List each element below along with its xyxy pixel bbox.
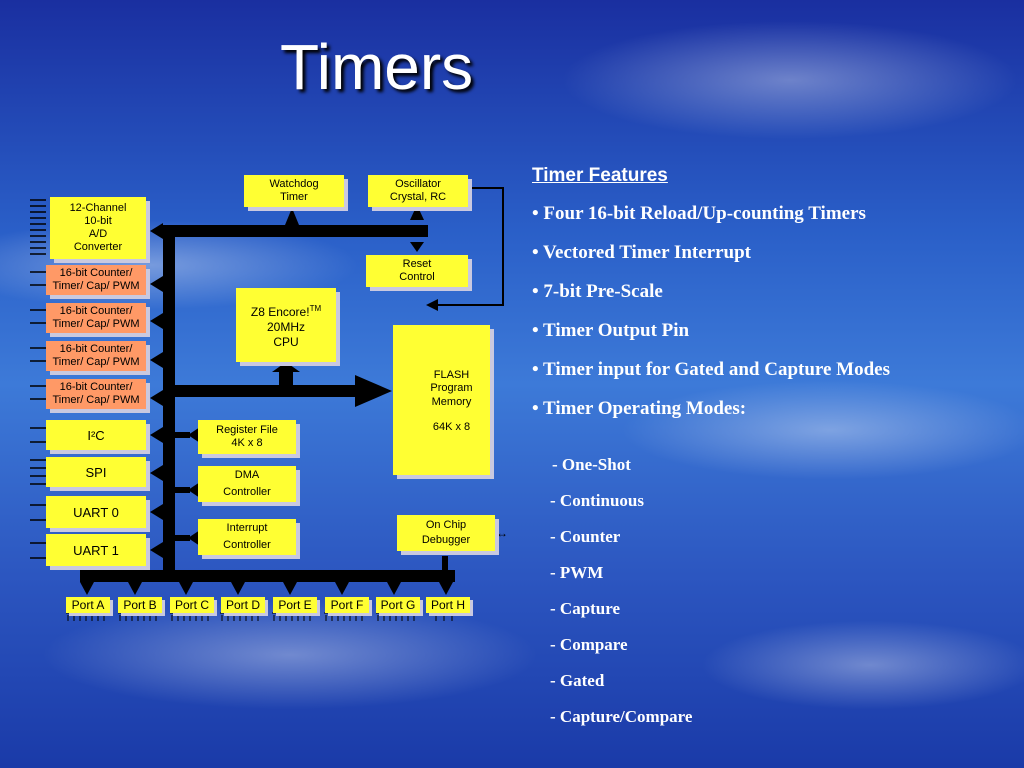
mode-item: - Compare: [550, 635, 628, 654]
adc-line3: A/D: [88, 228, 108, 240]
uart0-label: UART 0: [73, 504, 119, 520]
adc-line1: 12-Channel: [69, 202, 127, 214]
mode-item: - Capture: [550, 599, 621, 618]
debugger-line1: On Chip: [425, 519, 467, 531]
flash-line2: Program: [430, 382, 473, 394]
mode-item: - One-Shot: [552, 455, 631, 474]
counter-1-line1: 16-bit Counter/: [59, 267, 133, 279]
watchdog-block: Watchdog Timer: [244, 175, 344, 207]
port-h: Port H: [426, 597, 470, 613]
feature-item: • 7-bit Pre-Scale: [532, 281, 663, 302]
register-line2: 4K x 8: [231, 437, 263, 449]
dma-line1: DMA: [234, 469, 260, 481]
port-d: Port D: [221, 597, 265, 613]
counter-3-line2: Timer/ Cap/ PWM: [52, 356, 140, 368]
counter-4-line1: 16-bit Counter/: [59, 381, 133, 393]
port-g-label: Port G: [380, 597, 416, 612]
port-f-label: Port F: [330, 597, 364, 612]
slide-title: Timers: [280, 31, 474, 103]
i2c-label: I²C: [87, 427, 105, 443]
timer-features: Timer Features • Four 16-bit Reload/Up-c…: [532, 165, 890, 420]
port-e-label: Port E: [278, 597, 312, 612]
port-g: Port G: [376, 597, 420, 613]
top-bus: [163, 225, 428, 237]
uart0-block: UART 0: [46, 496, 146, 528]
mode-item: - Gated: [550, 671, 605, 690]
mode-item: - Capture/Compare: [550, 707, 693, 726]
cpu-line2: 20MHz: [266, 319, 305, 334]
port-b-label: Port B: [123, 597, 157, 612]
interrupt-block: Interrupt Controller: [198, 519, 296, 555]
features-heading: Timer Features: [532, 165, 668, 186]
watchdog-line2: Timer: [280, 191, 308, 203]
spi-block: SPI: [46, 457, 146, 487]
flash-line3: Memory: [431, 396, 472, 408]
spi-label: SPI: [85, 464, 107, 480]
reset-line2: Control: [399, 271, 435, 283]
counter-block-1: 16-bit Counter/ Timer/ Cap/ PWM: [46, 265, 146, 295]
dma-line2: Controller: [223, 486, 271, 498]
port-e: Port E: [273, 597, 317, 613]
reset-line1: Reset: [402, 258, 432, 270]
cpu-trademark: TM: [309, 303, 322, 313]
watchdog-line1: Watchdog: [269, 178, 319, 190]
oscillator-line2: Crystal, RC: [389, 191, 447, 203]
port-bus: [80, 570, 455, 582]
port-h-label: Port H: [430, 597, 465, 612]
feature-item: • Four 16-bit Reload/Up-counting Timers: [532, 203, 866, 224]
debugger-block: On Chip Debugger: [397, 515, 495, 551]
uart1-block: UART 1: [46, 534, 146, 566]
main-bus-vertical: [163, 225, 175, 575]
debugger-line2: Debugger: [421, 534, 471, 546]
register-line1: Register File: [216, 424, 278, 436]
port-a-label: Port A: [71, 597, 105, 612]
cpu-block: Z8 Encore!TM 20MHz CPU: [236, 288, 336, 362]
mode-item: - Counter: [550, 527, 621, 546]
port-d-label: Port D: [225, 597, 260, 612]
port-f: Port F: [325, 597, 369, 613]
port-a: Port A: [66, 597, 110, 613]
counter-2-line1: 16-bit Counter/: [59, 305, 133, 317]
svg-text:↔: ↔: [496, 526, 508, 540]
interrupt-line1: Interrupt: [226, 522, 268, 534]
port-c-label: Port C: [174, 597, 209, 612]
flash-line1: FLASH: [433, 369, 470, 381]
register-file-block: Register File 4K x 8: [198, 420, 296, 454]
counter-1-line2: Timer/ Cap/ PWM: [52, 280, 140, 292]
dma-block: DMA Controller: [198, 466, 296, 502]
flash-block: FLASH Program Memory 64K x 8: [393, 325, 490, 475]
port-c: Port C: [170, 597, 214, 613]
counter-block-4: 16-bit Counter/ Timer/ Cap/ PWM: [46, 379, 146, 409]
reset-block: Reset Control: [366, 255, 468, 287]
mode-item: - PWM: [550, 563, 604, 582]
counter-block-2: 16-bit Counter/ Timer/ Cap/ PWM: [46, 303, 146, 333]
uart1-label: UART 1: [73, 542, 119, 558]
adc-line2: 10-bit: [84, 215, 112, 227]
feature-item: • Vectored Timer Interrupt: [532, 242, 751, 263]
feature-item: • Timer Operating Modes:: [532, 398, 747, 419]
cpu-line1: Z8 Encore!: [250, 304, 310, 319]
oscillator-line1: Oscillator: [395, 178, 441, 190]
feature-item: • Timer Output Pin: [532, 320, 690, 341]
feature-item: • Timer input for Gated and Capture Mode…: [532, 359, 891, 380]
oscillator-block: Oscillator Crystal, RC: [368, 175, 468, 207]
adc-line4: Converter: [73, 241, 123, 253]
port-b: Port B: [118, 597, 162, 613]
cpu-line3: CPU: [273, 334, 299, 349]
adc-block: 12-Channel 10-bit A/D Converter: [50, 197, 146, 259]
flash-bus-arrow: [355, 375, 392, 407]
mode-item: - Continuous: [550, 491, 645, 510]
interrupt-line2: Controller: [223, 539, 271, 551]
counter-4-line2: Timer/ Cap/ PWM: [52, 394, 140, 406]
counter-3-line1: 16-bit Counter/: [59, 343, 133, 355]
i2c-block: I²C: [46, 420, 146, 450]
counter-block-3: 16-bit Counter/ Timer/ Cap/ PWM: [46, 341, 146, 371]
counter-2-line2: Timer/ Cap/ PWM: [52, 318, 140, 330]
flash-line4: 64K x 8: [432, 421, 471, 433]
